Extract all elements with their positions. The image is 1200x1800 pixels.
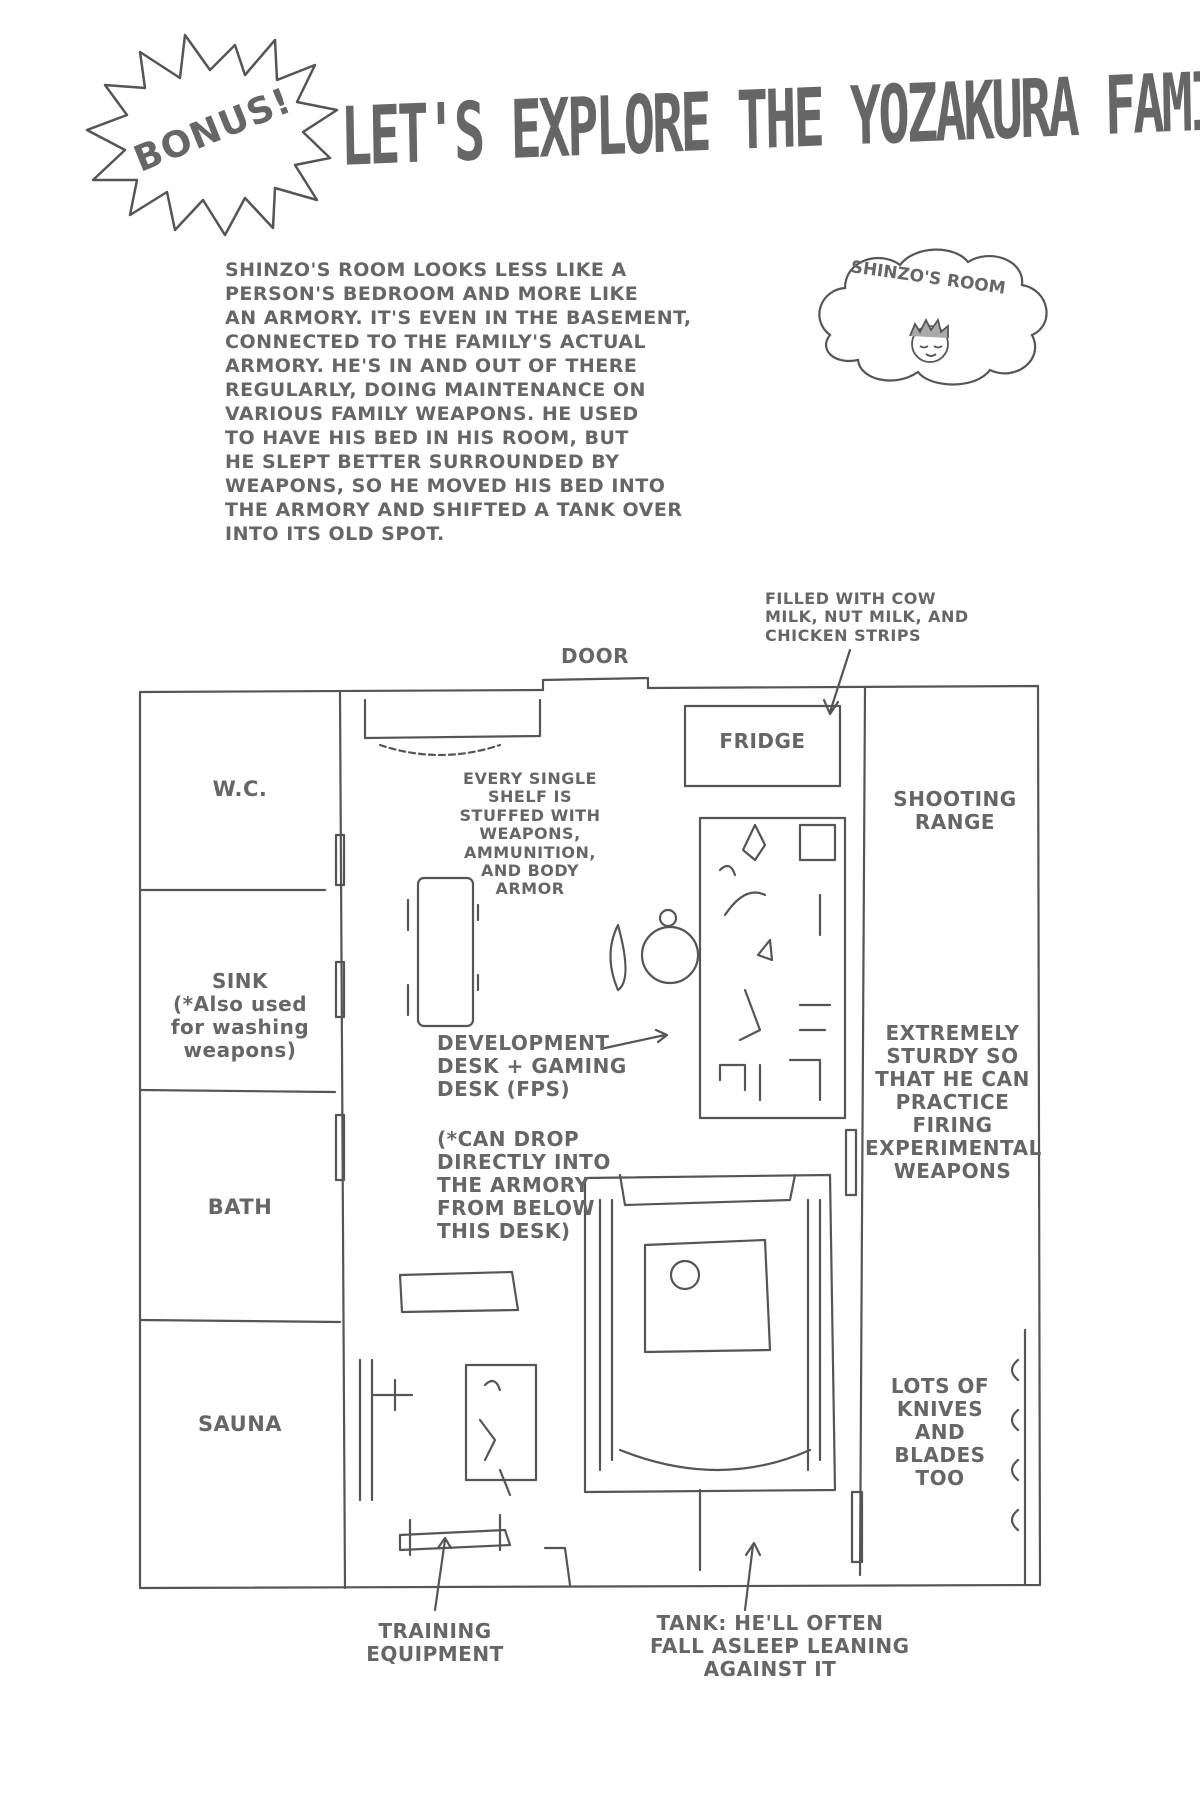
knives-note-line: LOTS OF — [890, 1374, 990, 1398]
door-frame — [541, 676, 650, 692]
knives-note: LOTS OF KNIVES AND BLADES TOO — [870, 1375, 1010, 1490]
tank-note-line: TANK: HE'LL OFTEN — [656, 1611, 884, 1635]
shelf-note-line: WEAPONS, — [479, 824, 581, 844]
sturdy-note-line: STURDY SO — [886, 1044, 1019, 1068]
shelf-note-line: AND BODY — [480, 860, 580, 880]
fridge-note-line: MILK, NUT MILK, AND — [765, 607, 969, 627]
intro-line: ARMORY. HE'S IN AND OUT OF THERE — [225, 355, 638, 377]
room-sink-line: (*Also used — [172, 992, 308, 1016]
fridge-note-line: CHICKEN STRIPS — [765, 625, 922, 645]
door-label: DOOR — [560, 644, 629, 668]
intro-line: TO HAVE HIS BED IN HIS ROOM, BUT — [225, 427, 629, 449]
shelf-note-line: STUFFED WITH — [459, 805, 601, 825]
room-shooting-range: SHOOTING RANGE — [870, 788, 1040, 834]
partition-wall-right — [858, 686, 867, 1577]
room-wc: W.C. — [212, 777, 268, 801]
tank-note: TANK: HE'LL OFTEN FALL ASLEEP LEANING AG… — [650, 1611, 910, 1681]
room-shooting-range-line: RANGE — [914, 810, 996, 834]
intro-line: HE SLEPT BETTER SURROUNDED BY — [225, 451, 620, 473]
desk-note-line: DESK (FPS) — [437, 1077, 571, 1101]
fridge-note: FILLED WITH COW MILK, NUT MILK, AND CHIC… — [765, 589, 969, 645]
shelf-note-line: EVERY SINGLE — [463, 769, 597, 788]
thought-bubble — [818, 248, 1048, 386]
sturdy-note-line: THAT HE CAN — [875, 1067, 1030, 1091]
drop-note: (*CAN DROP DIRECTLY INTO THE ARMORY FROM… — [437, 1128, 612, 1243]
tank-note-line: FALL ASLEEP LEANING — [650, 1634, 910, 1658]
desk-note-line: DESK + GAMING — [437, 1054, 627, 1078]
sturdy-note: EXTREMELY STURDY SO THAT HE CAN PRACTICE… — [865, 1021, 1042, 1183]
sturdy-note-line: FIRING — [912, 1113, 993, 1137]
fridge-arrow — [822, 648, 852, 716]
intro-line: SHINZO'S ROOM LOOKS LESS LIKE A — [225, 259, 627, 281]
knives-note-line: KNIVES — [896, 1397, 984, 1421]
intro-line: WEAPONS, SO HE MOVED HIS BED INTO — [225, 475, 666, 497]
training-note-line: EQUIPMENT — [366, 1642, 504, 1666]
tank-arrow — [743, 1541, 762, 1612]
drop-note-line: THIS DESK) — [437, 1219, 571, 1243]
desk-note: DEVELOPMENT DESK + GAMING DESK (FPS) — [437, 1031, 627, 1101]
room-sink-line: SINK — [211, 969, 269, 993]
room-sink: SINK (*Also used for washing weapons) — [140, 970, 340, 1062]
drop-note-line: DIRECTLY INTO — [437, 1150, 611, 1174]
sturdy-note-line: PRACTICE — [895, 1090, 1010, 1114]
fridge-note-line: FILLED WITH COW — [765, 589, 937, 608]
fridge-label: FRIDGE — [719, 729, 806, 753]
room-sauna: SAUNA — [197, 1412, 283, 1436]
intro-paragraph: SHINZO'S ROOM LOOKS LESS LIKE A PERSON'S… — [225, 258, 705, 546]
fridge — [683, 704, 842, 788]
intro-line: AN ARMORY. IT'S EVEN IN THE BASEMENT, — [225, 307, 692, 329]
intro-line: CONNECTED TO THE FAMILY'S ACTUAL — [225, 331, 647, 353]
shelving-unit — [698, 816, 847, 1120]
intro-line: PERSON'S BEDROOM AND MORE LIKE — [225, 283, 639, 305]
desk-note-line: DEVELOPMENT — [437, 1031, 610, 1055]
knives-note-line: AND — [914, 1420, 966, 1444]
room-sink-line: weapons) — [183, 1038, 297, 1062]
outer-wall — [138, 684, 1042, 1590]
training-note: TRAINING EQUIPMENT — [360, 1620, 510, 1666]
knives-note-line: BLADES — [894, 1443, 986, 1467]
bonus-burst-shape — [85, 33, 339, 237]
drop-note-line: FROM BELOW — [437, 1196, 595, 1220]
room-sink-line: for washing — [170, 1015, 310, 1039]
tank-note-line: AGAINST IT — [703, 1657, 837, 1681]
intro-line: VARIOUS FAMILY WEAPONS. HE USED — [225, 403, 639, 425]
partition-wall-left — [338, 690, 347, 1590]
desk — [416, 876, 475, 1028]
room-shooting-range-line: SHOOTING — [893, 787, 1017, 811]
sturdy-note-line: EXTREMELY — [885, 1021, 1020, 1045]
training-arrow — [433, 1536, 453, 1612]
intro-line: THE ARMORY AND SHIFTED A TANK OVER — [225, 499, 683, 521]
sturdy-note-line: WEAPONS — [893, 1159, 1012, 1183]
intro-line: REGULARLY, DOING MAINTENANCE ON — [225, 379, 646, 401]
knives-note-line: TOO — [915, 1466, 965, 1490]
room-bath: BATH — [207, 1195, 273, 1219]
sturdy-note-line: EXPERIMENTAL — [865, 1136, 1042, 1160]
shelf-note-line: AMMUNITION, — [464, 842, 596, 862]
shelf-note-line: SHELF IS — [487, 787, 572, 807]
drop-note-line: (*CAN DROP — [437, 1127, 580, 1151]
shelf-note: EVERY SINGLE SHELF IS STUFFED WITH WEAPO… — [455, 769, 605, 899]
intro-line: INTO ITS OLD SPOT. — [225, 523, 445, 545]
drop-note-line: THE ARMORY — [437, 1173, 590, 1197]
desk-arrow — [603, 1028, 669, 1050]
tank — [583, 1173, 837, 1494]
chibi-face-icon — [909, 317, 949, 363]
shelf-note-line: ARMOR — [495, 879, 565, 899]
training-note-line: TRAINING — [378, 1619, 492, 1643]
